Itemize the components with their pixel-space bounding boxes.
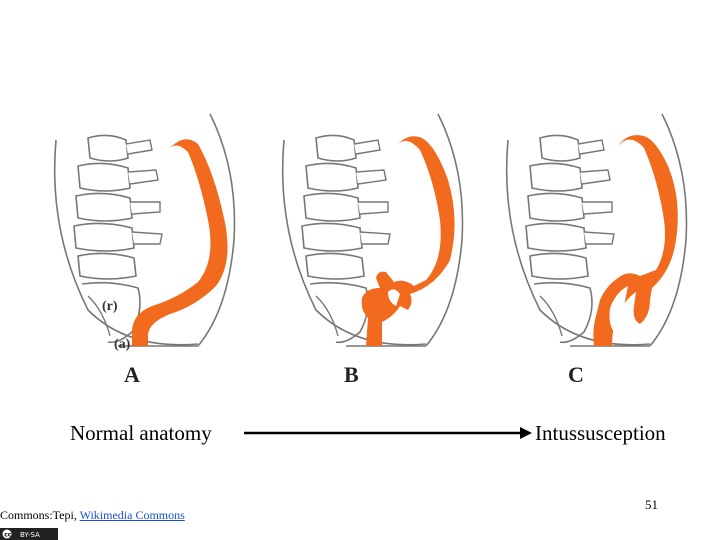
license-badge-text: BY-SA [20, 531, 40, 539]
anus-label: (a) [114, 337, 131, 352]
rectum-normal [132, 139, 228, 346]
rectum-full-intussusception [593, 135, 678, 346]
panel-b-diagram [276, 110, 466, 350]
credit-prefix: Commons:Tepi, [0, 508, 80, 522]
anatomy-diagram: (r) (a) [48, 110, 690, 352]
panel-letter-b: B [344, 362, 359, 387]
arrow-right-icon [244, 427, 532, 439]
rectum-label: (r) [102, 299, 118, 314]
panel-letter-a: A [124, 362, 140, 387]
panel-letter-c: C [568, 362, 584, 387]
caption-intussusception: Intussusception [535, 421, 666, 445]
caption-normal-anatomy: Normal anatomy [70, 421, 212, 445]
cc-license-badge: cc BY-SA [0, 528, 58, 540]
svg-text:cc: cc [4, 531, 12, 538]
page-number: 51 [645, 497, 658, 512]
rectum-partial-intussusception [361, 136, 455, 346]
panel-c-diagram [500, 110, 690, 350]
wikimedia-commons-link[interactable]: Wikimedia Commons [79, 508, 185, 522]
panel-a-diagram: (r) (a) [48, 110, 238, 352]
image-credit: Commons:Tepi, Wikimedia Commons [0, 508, 185, 523]
